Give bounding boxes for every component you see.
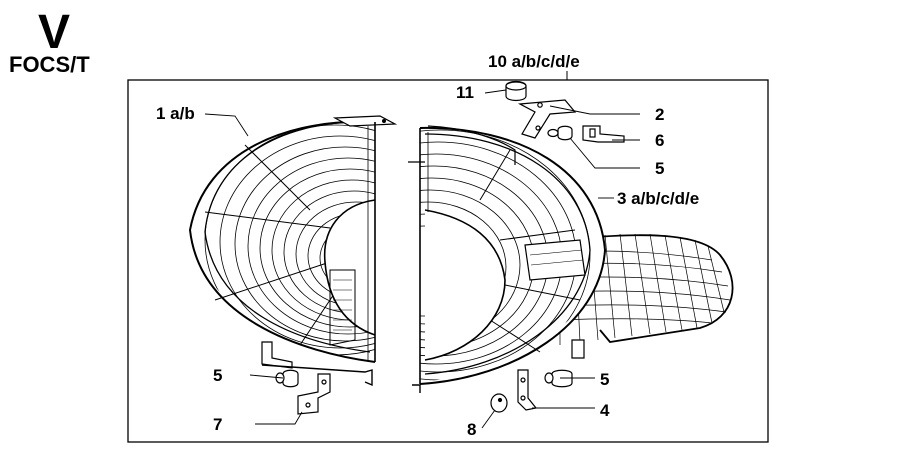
bracket-part-2	[517, 99, 577, 139]
callout-7: 7	[213, 415, 222, 434]
model-name: FOCS/T	[9, 52, 90, 77]
logo-letter: V	[38, 6, 70, 59]
diagram-frame	[127, 79, 769, 443]
right-guard-half	[408, 125, 734, 393]
callout-5-top: 5	[655, 159, 664, 178]
knob-part-5-right	[544, 369, 573, 388]
callout-6: 6	[655, 131, 664, 150]
knob-part-5-left	[275, 369, 299, 388]
assembly-label: 10 a/b/c/d/e	[488, 52, 580, 71]
callout-5-right: 5	[600, 370, 609, 389]
plug-part-8	[490, 393, 508, 413]
bracket-part-7	[297, 373, 331, 415]
brand-logo: V	[38, 6, 70, 59]
callout-2: 2	[655, 105, 664, 124]
strap-part-4	[517, 369, 538, 411]
callout-3: 3 a/b/c/d/e	[617, 189, 699, 208]
left-guard-half	[188, 115, 398, 387]
clip-part-6	[582, 125, 625, 143]
callout-1: 1 a/b	[156, 104, 195, 123]
callout-8: 8	[467, 420, 476, 439]
callout-11: 11	[456, 83, 474, 102]
knob-part-5-top	[547, 125, 573, 141]
knob-part	[505, 80, 527, 102]
callout-5-left: 5	[213, 366, 222, 385]
callout-4: 4	[600, 401, 610, 420]
leader-lines	[204, 89, 640, 429]
